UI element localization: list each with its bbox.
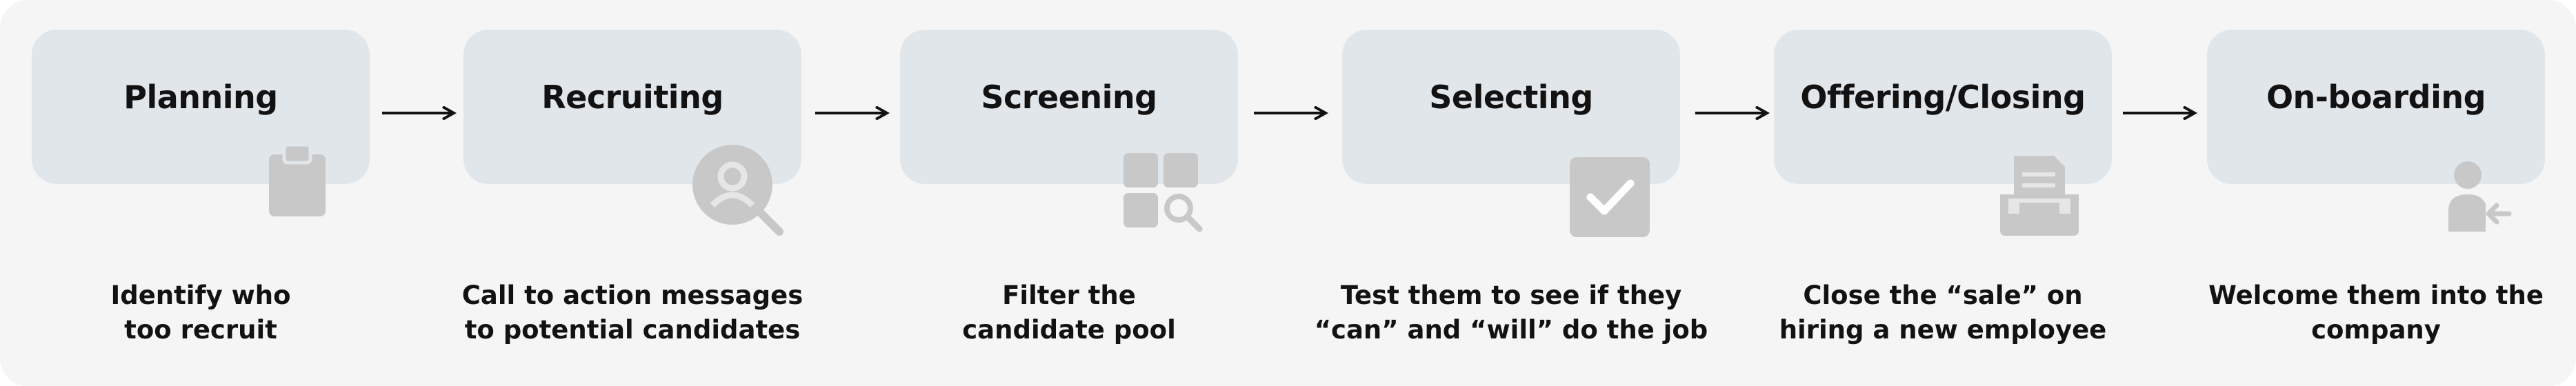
desc-line: Identify who: [110, 281, 291, 310]
arrow-icon: [382, 106, 457, 120]
stage-on-boarding: On-boarding Welcome them into the compan…: [2207, 0, 2545, 386]
arrow-icon: [815, 106, 890, 120]
stage-planning: Planning Identify who too recruit: [32, 0, 370, 386]
stage-title: Planning: [123, 79, 278, 116]
stage-title: On-boarding: [2266, 79, 2486, 116]
document-tray-icon: [2000, 156, 2079, 236]
desc-line: Welcome them into the: [2208, 281, 2544, 310]
stage-selecting: Selecting Test them to see if they “can”…: [1315, 0, 1708, 386]
stage-box: On-boarding: [2207, 30, 2545, 184]
arrow-icon: [1254, 106, 1328, 120]
desc-line: hiring a new employee: [1779, 315, 2107, 345]
stage-title: Recruiting: [541, 79, 723, 116]
desc-line: Close the “sale” on: [1803, 281, 2083, 310]
desc-line: Test them to see if they: [1340, 281, 1682, 310]
stage-description: Test them to see if they “can” and “will…: [1294, 278, 1728, 347]
desc-line: Filter the: [1002, 281, 1136, 310]
user-add-icon: [2448, 161, 2512, 232]
desc-line: too recruit: [124, 315, 277, 345]
desc-line: to potential candidates: [464, 315, 801, 345]
stage-screening: Screening Filter the candidate pool: [900, 0, 1238, 386]
stage-description: Call to action messages to potential can…: [415, 278, 850, 347]
stage-description: Close the “sale” on hiring a new employe…: [1726, 278, 2160, 347]
stage-title: Screening: [981, 79, 1157, 116]
clipboard-icon: [269, 143, 326, 216]
desc-line: Call to action messages: [461, 281, 803, 310]
arrow-icon: [2123, 106, 2197, 120]
stage-title: Selecting: [1429, 79, 1593, 116]
stage-offering-closing: Offering/Closing Close the “sale” on hir…: [1774, 0, 2112, 386]
stage-title: Offering/Closing: [1800, 79, 2086, 116]
stage-box: Planning: [32, 30, 370, 184]
stage-box: Selecting: [1342, 30, 1680, 184]
desc-line: “can” and “will” do the job: [1314, 315, 1708, 345]
stage-recruiting: Recruiting Call to action messages to po…: [462, 0, 803, 386]
grid-search-icon: [1124, 153, 1203, 232]
user-search-icon: [692, 145, 783, 236]
stage-description: Filter the candidate pool: [852, 278, 1286, 347]
arrow-icon: [1695, 106, 1770, 120]
stage-description: Identify who too recruit: [0, 278, 418, 347]
stage-description: Welcome them into the company: [2159, 278, 2576, 347]
checkbox-icon: [1570, 157, 1650, 237]
desc-line: company: [2311, 315, 2441, 345]
desc-line: candidate pool: [962, 315, 1176, 345]
